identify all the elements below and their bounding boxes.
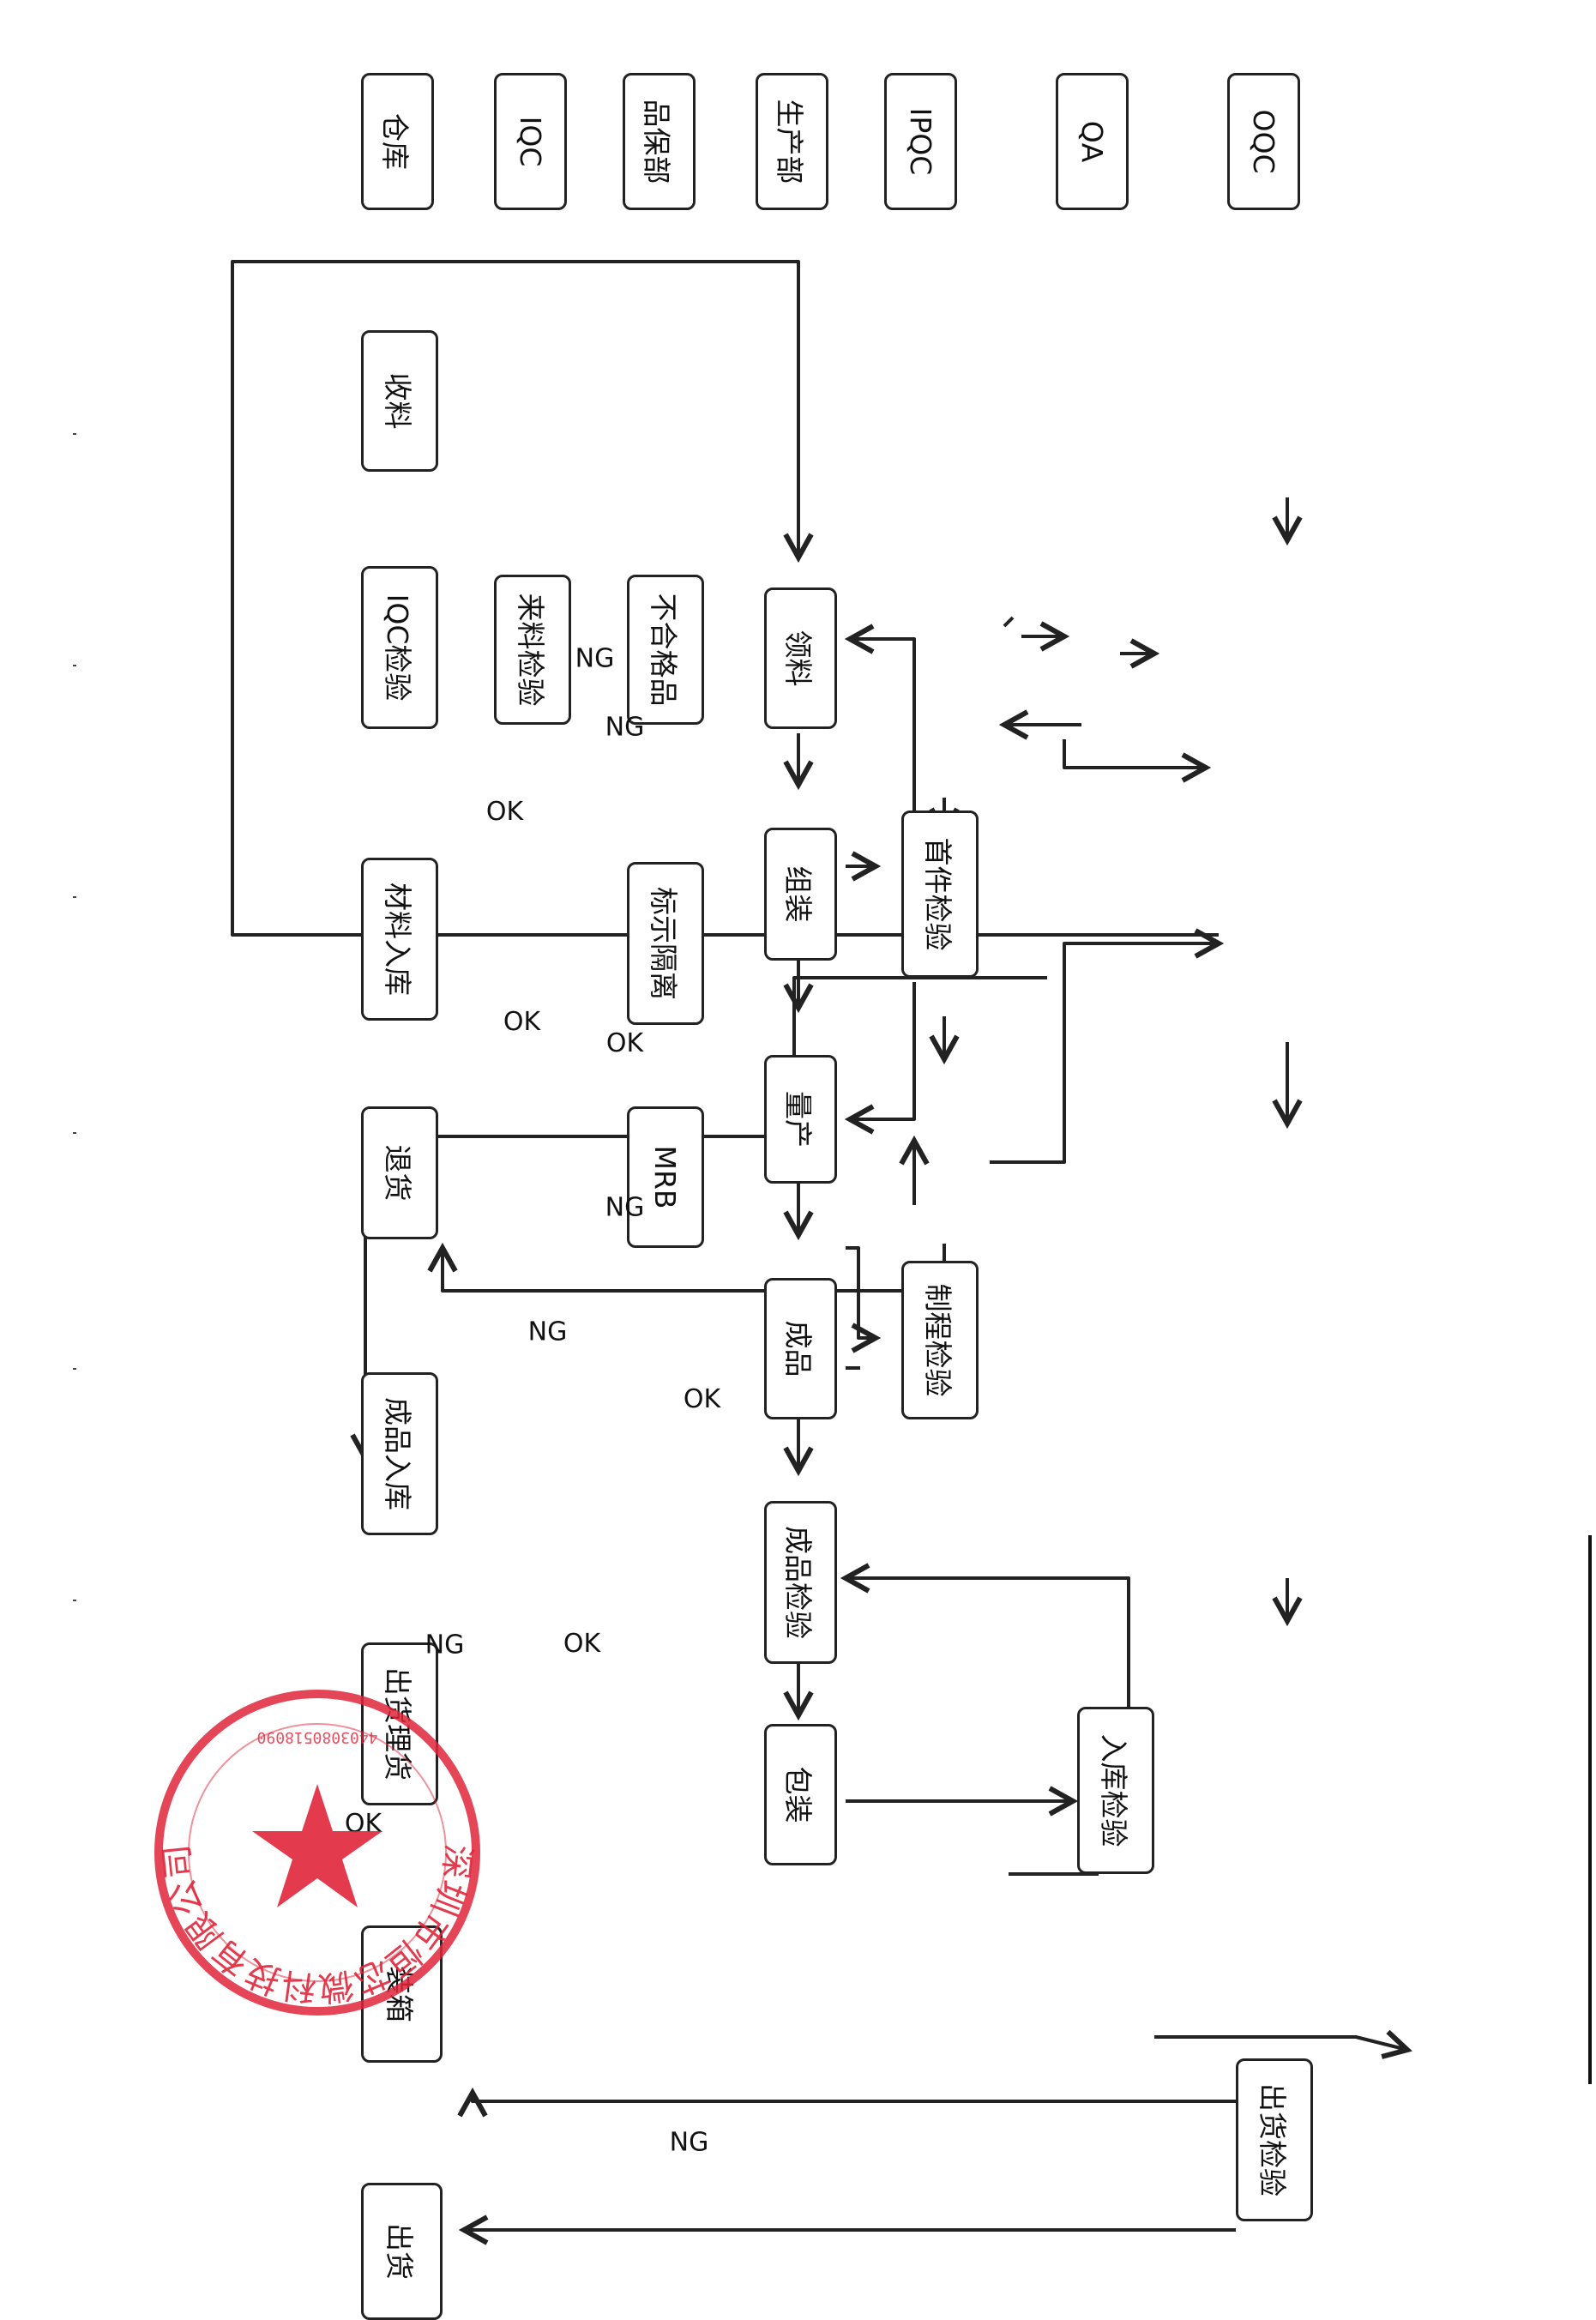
node-fg-inspect: 成品检验 <box>764 1501 837 1664</box>
node-return-goods: 退货 <box>361 1106 438 1239</box>
margin-tick <box>73 896 76 898</box>
seal-code: 4403080518090 <box>257 1728 378 1746</box>
arrow-incoming-material <box>1063 739 1206 768</box>
arrow-first-pick <box>850 639 916 810</box>
label-ng-incoming: NG <box>575 643 615 674</box>
margin-tick <box>73 1368 76 1370</box>
node-pick-material: 领料 <box>764 588 837 729</box>
legend-qa: QA <box>1056 73 1129 210</box>
company-seal: 深圳市恒芯微科技有限公司 4403080518090 <box>154 1690 480 2016</box>
node-incoming-inspect: 来料检验 <box>494 575 571 725</box>
arrow-outgoing-boxing <box>473 2093 1236 2101</box>
node-mark-isolate: 标示隔离 <box>627 862 704 1025</box>
legend-oqc: OQC <box>1227 73 1300 210</box>
label-ng-process: NG <box>605 1192 645 1223</box>
margin-tick <box>73 1600 76 1601</box>
label-ng-outgoing: NG <box>669 2127 709 2158</box>
node-material-in: 材料入库 <box>361 858 438 1021</box>
node-iqc-inspect: IQC检验 <box>361 566 438 729</box>
legend-production: 生产部 <box>756 73 828 210</box>
margin-tick <box>73 665 76 666</box>
margin-tick <box>73 1132 76 1134</box>
label-ok-first: OK <box>605 1028 644 1059</box>
node-process-inspect: 制程检验 <box>901 1261 979 1419</box>
node-nonconforming: 不合格品 <box>627 575 704 725</box>
node-packing: 包装 <box>764 1724 837 1865</box>
label-ok-incoming: OK <box>485 797 524 828</box>
node-mass-production: 量产 <box>764 1055 837 1184</box>
node-first-article: 首件检验 <box>901 810 979 978</box>
arrow-finished-process <box>846 1246 876 1338</box>
node-assembly: 组装 <box>764 828 837 961</box>
node-storage-inspect: 入库检验 <box>1077 1707 1154 1874</box>
legend-ipqc: IPQC <box>884 73 957 210</box>
label-ng-mrb: NG <box>527 1317 568 1347</box>
legend-quality: 品保部 <box>623 73 696 210</box>
node-finished: 成品 <box>764 1278 837 1419</box>
arrow-mrb-material <box>990 943 1219 1164</box>
arrow-mrb-return <box>443 1244 946 1293</box>
node-outgoing-inspect: 出货检验 <box>1236 2058 1313 2221</box>
node-receive: 收料 <box>361 330 438 472</box>
scan-edge <box>1588 1535 1592 2084</box>
arrow-material-pick <box>231 260 1219 937</box>
arrow-first-mass <box>850 982 916 1119</box>
legend-iqc: IQC <box>494 73 567 210</box>
legend-warehouse: 仓库 <box>361 73 434 210</box>
node-ship: 出货 <box>361 2183 443 2320</box>
label-ok-storage: OK <box>563 1629 601 1660</box>
node-mrb: MRB <box>627 1106 704 1248</box>
arrow-boxing-outgoing <box>1154 2037 1407 2050</box>
label-ok-process: OK <box>683 1384 721 1415</box>
noop3 <box>1003 616 1015 628</box>
margin-tick <box>73 433 76 435</box>
label-ng-first: NG <box>605 712 645 743</box>
label-ng-storage: NG <box>425 1630 465 1660</box>
star-icon <box>252 1784 382 1907</box>
arrow-storage-fginspect <box>846 1578 1130 1737</box>
node-fg-in: 成品入库 <box>361 1372 438 1535</box>
label-ok-mrb: OK <box>503 1007 541 1038</box>
